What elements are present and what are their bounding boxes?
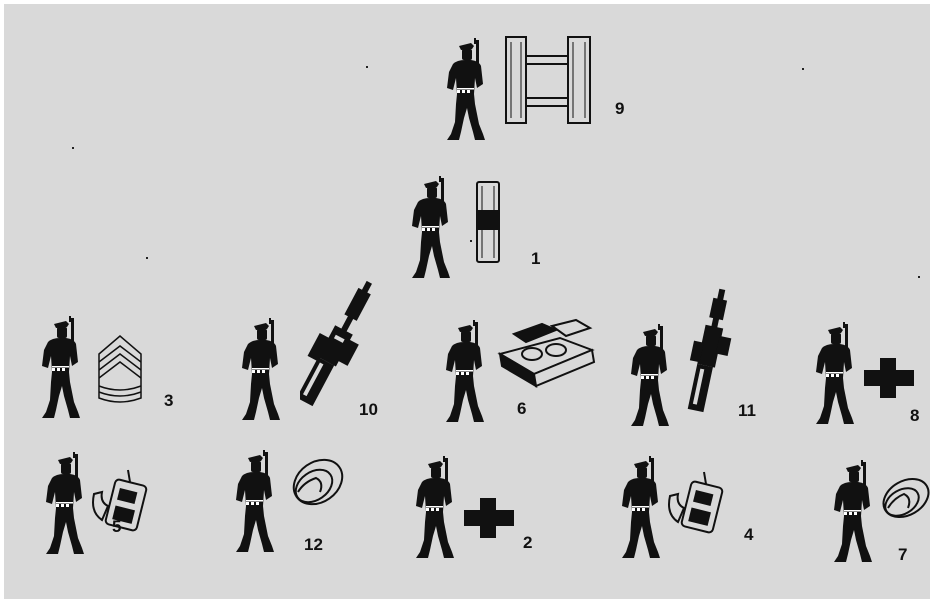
- soldier-icon: [406, 176, 456, 280]
- rifle-icon: [300, 272, 372, 418]
- soldier-icon: [810, 322, 860, 426]
- medic-cross-icon: [862, 356, 916, 400]
- unit-number: 1: [531, 250, 540, 267]
- soldier-icon: [440, 320, 490, 424]
- lieutenant-bar-icon: [474, 180, 504, 266]
- speck: [802, 68, 804, 70]
- bandage-roll-icon: [282, 452, 348, 512]
- bandage-roll-icon: [874, 470, 930, 526]
- ammo-box-icon: [496, 316, 600, 388]
- radio-icon: [664, 470, 726, 534]
- captain-bars-icon: [502, 34, 598, 126]
- soldier-icon: [230, 450, 280, 554]
- diagram-canvas: 9 1 3: [4, 4, 930, 599]
- speck: [366, 66, 368, 68]
- unit-number: 2: [523, 534, 532, 551]
- speck: [918, 276, 920, 278]
- soldier-icon: [625, 324, 675, 428]
- speck: [470, 240, 472, 242]
- speck: [146, 257, 148, 259]
- soldier-icon: [441, 38, 491, 142]
- unit-number: 10: [359, 401, 378, 418]
- unit-number: 7: [898, 546, 907, 563]
- medic-cross-icon: [462, 496, 516, 540]
- soldier-icon: [828, 460, 878, 564]
- soldier-icon: [410, 456, 460, 560]
- unit-number: 3: [164, 392, 173, 409]
- speck: [72, 147, 74, 149]
- soldier-icon: [40, 452, 90, 556]
- unit-number: 4: [744, 526, 753, 543]
- unit-number: 11: [738, 402, 756, 419]
- unit-number: 6: [517, 400, 526, 417]
- rifle-icon: [684, 286, 734, 418]
- soldier-icon: [36, 316, 86, 420]
- sergeant-chevrons-icon: [94, 332, 146, 406]
- unit-number: 5: [112, 518, 121, 535]
- unit-number: 12: [304, 536, 323, 553]
- soldier-icon: [616, 456, 666, 560]
- unit-number: 9: [615, 100, 624, 117]
- soldier-icon: [236, 318, 286, 422]
- unit-number: 8: [910, 407, 919, 424]
